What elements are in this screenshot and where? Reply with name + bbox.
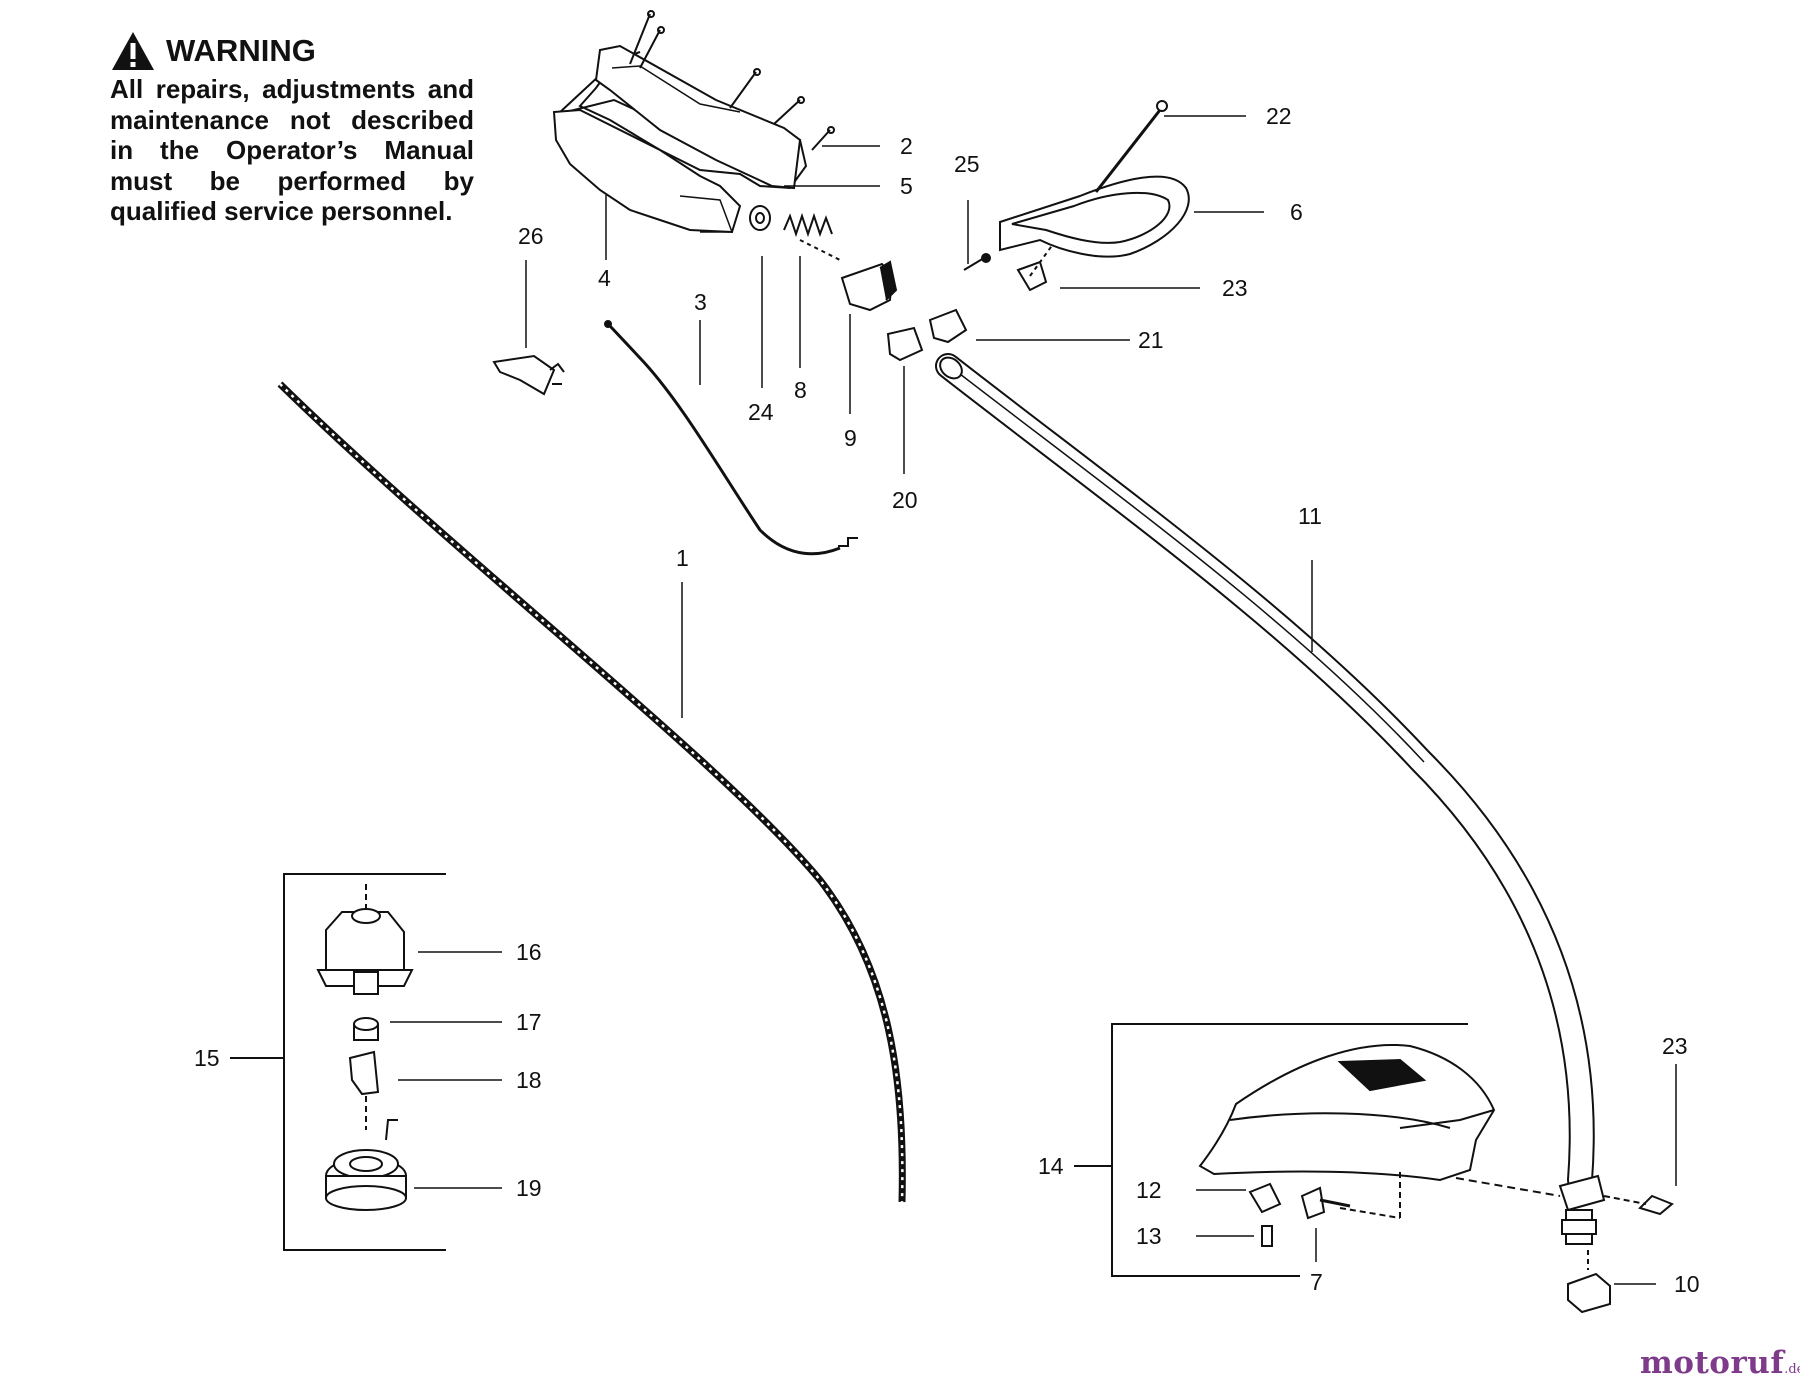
callout-numbers: 1 2 3 4 5 6 7 8 9 10 11 12 13 14 15 16 1… <box>194 103 1700 1297</box>
part-drive-shaft <box>277 381 906 1203</box>
callout-23-bottom: 23 <box>1662 1033 1688 1059</box>
part-washer <box>749 205 771 231</box>
warning-block: WARNING All repairs, adjustments and mai… <box>110 30 474 227</box>
part-spring-17 <box>353 1017 379 1041</box>
part-guard <box>1198 1044 1496 1182</box>
callout-1: 1 <box>676 545 689 571</box>
part-guard-mount <box>1248 1168 1401 1247</box>
callout-6: 6 <box>1290 199 1303 225</box>
callout-15: 15 <box>194 1045 220 1071</box>
part-trigger <box>840 260 898 312</box>
callout-16: 16 <box>516 939 542 965</box>
part-shaft-tube <box>935 353 1595 1193</box>
callout-9: 9 <box>844 425 857 451</box>
leader-lines <box>390 115 1677 1285</box>
part-spring <box>783 212 841 261</box>
callout-19: 19 <box>516 1175 542 1201</box>
warning-text: All repairs, adjustments and maintenance… <box>110 74 474 226</box>
part-screw-25 <box>963 253 991 271</box>
part-loop-handle <box>999 100 1190 258</box>
callout-3: 3 <box>694 289 707 315</box>
part-clip <box>928 308 968 344</box>
part-bracket <box>492 354 565 396</box>
watermark-logo: motoruf.de <box>1640 1345 1800 1381</box>
callout-14: 14 <box>1038 1153 1064 1179</box>
part-trimmer-head-bracket <box>230 873 446 1251</box>
part-guard-bracket <box>1074 1023 1468 1277</box>
callout-11: 11 <box>1298 503 1322 529</box>
part-handle-screws <box>629 10 835 151</box>
callout-7: 7 <box>1310 1269 1323 1295</box>
callout-8: 8 <box>794 377 807 403</box>
callout-17: 17 <box>516 1009 542 1035</box>
warning-header: WARNING <box>110 30 474 72</box>
callout-10: 10 <box>1674 1271 1700 1297</box>
warning-triangle-icon <box>112 32 154 70</box>
callout-25: 25 <box>954 151 980 177</box>
callout-24: 24 <box>748 399 774 425</box>
callout-22: 22 <box>1266 103 1292 129</box>
part-handle-halves <box>552 44 808 234</box>
part-shaft-end <box>1455 1174 1674 1245</box>
watermark-tld: .de <box>1784 1362 1800 1377</box>
callout-26: 26 <box>518 223 544 249</box>
part-nut-10 <box>1567 1250 1611 1314</box>
callout-5: 5 <box>900 173 913 199</box>
warning-heading: WARNING <box>166 33 316 68</box>
callout-21: 21 <box>1138 327 1164 353</box>
part-eyelet-18 <box>348 1050 380 1096</box>
part-cable <box>604 320 858 556</box>
watermark-text: motoruf <box>1640 1345 1785 1381</box>
callout-2: 2 <box>900 133 913 159</box>
part-wing-nut-top <box>1016 239 1057 292</box>
callout-12: 12 <box>1136 1177 1162 1203</box>
callout-18: 18 <box>516 1067 542 1093</box>
part-fitting <box>886 326 924 362</box>
callout-23-top: 23 <box>1222 275 1248 301</box>
callout-13: 13 <box>1136 1223 1162 1249</box>
callout-4: 4 <box>598 265 611 291</box>
part-spool-19 <box>325 1096 407 1211</box>
part-spool-housing <box>316 884 414 995</box>
callout-20: 20 <box>892 487 918 513</box>
